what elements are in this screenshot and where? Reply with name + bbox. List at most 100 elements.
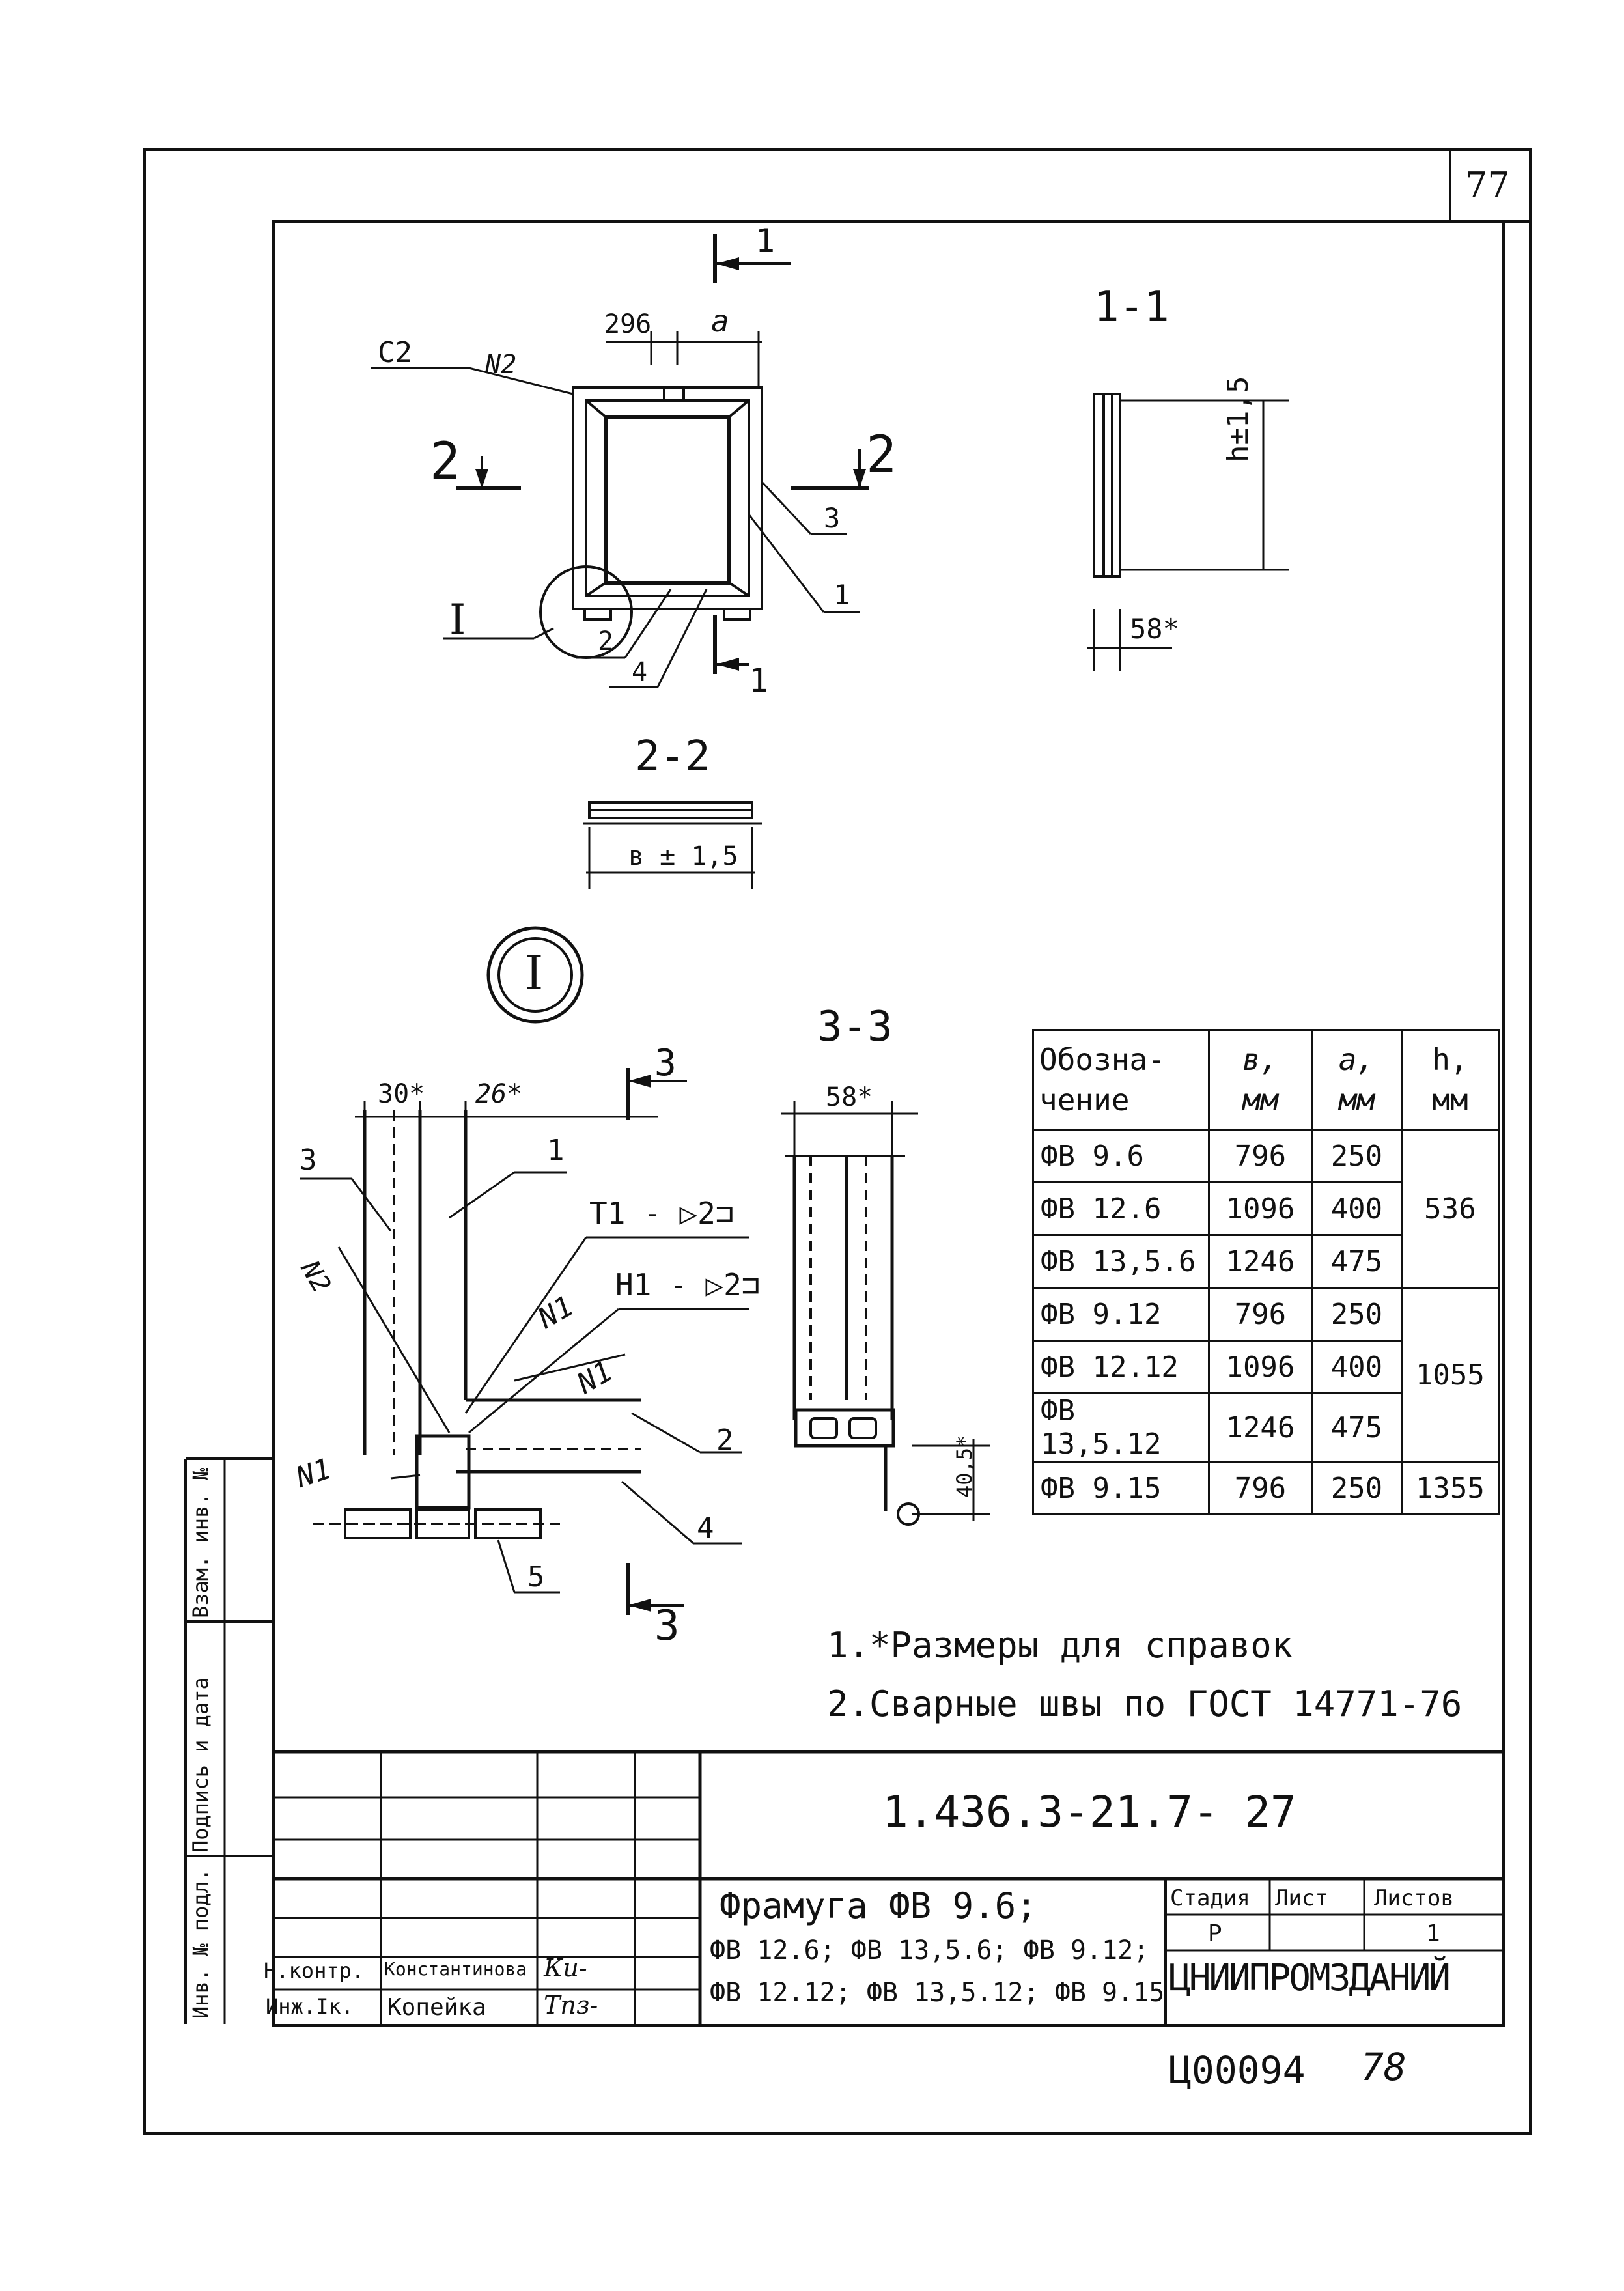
signature-1: Кu- [544,1954,587,1982]
note-1: 1.*Размеры для справок [827,1625,1293,1666]
sheets-value: 1 [1426,1920,1440,1947]
side-stamp-vzam-inv: Взам. инв. № [188,1467,213,1618]
cell-a: 250 [1311,1461,1403,1515]
page-number: 77 [1465,165,1510,206]
bottom-number: 78 [1361,2045,1407,2089]
cell-designation: ФВ 12.12 [1032,1340,1210,1394]
table-row: ФВ 9.15 796 250 1355 [1032,1461,1500,1515]
detail-I-marker: I [525,946,544,1000]
dim-b-label: в ± 1,5 [628,841,738,871]
side-stamp-inv-podl: Инв. № подл. [188,1868,213,2019]
stage-label: Стадия [1170,1885,1250,1911]
cell-a: 475 [1311,1234,1403,1289]
col-header-h: h, мм [1400,1029,1500,1131]
cell-designation: ФВ 9.6 [1032,1129,1210,1183]
detail-pos-4: 4 [697,1511,714,1545]
weld-t1-label: T1 - ▷2⊐ [589,1196,734,1231]
detail-pos-5: 5 [527,1560,545,1594]
cell-a: 250 [1311,1287,1403,1342]
dim-a-label: a [711,303,729,339]
stage-value: Р [1208,1920,1222,1947]
dim-296-label: 296 [604,309,652,339]
plan-pos-2: 2 [598,626,614,656]
cell-a: 400 [1311,1181,1403,1236]
outer-frame-bottom [143,2132,1532,2135]
outer-frame-left [143,148,146,2135]
col-header-a: a, мм [1311,1029,1403,1131]
spec-table: Обозна- чение в, мм a, мм h, мм ФВ 9.6 7… [1032,1029,1500,1515]
note-2: 2.Сварные швы по ГОСТ 14771-76 [827,1683,1463,1724]
cell-designation: ФВ 13,5.12 [1032,1392,1210,1463]
label-n2: N2 [485,350,517,380]
signature-2: Тпз- [544,1991,598,2019]
outer-frame-top [143,148,1530,151]
dim-26-label: 26* [475,1079,523,1109]
page-number-box-left [1449,148,1451,221]
table-row: ФВ 12.6 1096 400 [1032,1181,1499,1236]
table-row: ФВ 13,5.12 1246 475 [1032,1392,1499,1463]
cell-b: 796 [1207,1461,1313,1515]
cell-b: 1246 [1207,1234,1313,1289]
col-header-designation: Обозна- чение [1032,1029,1210,1131]
cell-b: 796 [1207,1287,1313,1342]
dim-30-label: 30* [378,1079,425,1109]
section-mark-1-top: 1 [755,222,776,260]
section-1-1-title: 1-1 [1094,283,1169,331]
cell-a: 400 [1311,1340,1403,1394]
detail-pos-3: 3 [300,1144,317,1177]
col-header-b: в, мм [1207,1029,1313,1131]
inner-frame-left [272,220,275,2027]
bottom-code: Ц00094 [1169,2048,1306,2092]
cell-b: 796 [1207,1129,1313,1183]
section-2-left: 2 [430,432,460,491]
table-row: ФВ 9.6 796 250 536 [1032,1129,1500,1289]
outer-frame-right [1529,148,1532,2135]
cell-designation: ФВ 9.12 [1032,1287,1210,1342]
detail-pos-1: 1 [547,1134,565,1167]
table-row: ФВ 13,5.6 1246 475 [1032,1234,1499,1289]
title-line-2: ФВ 12.6; ФВ 13,5.6; ФВ 9.12; [710,1935,1149,1965]
table-header-row: Обозна- чение в, мм a, мм h, мм [1032,1029,1500,1131]
organization-name: ЦНИИПРОМЗДАНИЙ [1169,1957,1451,1999]
document-code: 1.436.3-21.7- 27 [882,1787,1296,1837]
section-2-right: 2 [866,426,897,485]
cell-designation: ФВ 13,5.6 [1032,1234,1210,1289]
cell-b: 1246 [1207,1392,1313,1463]
dim-58-label-1: 58* [1130,613,1179,645]
cell-h-group-2: 1055 [1400,1287,1500,1463]
name-konstantinova: Константинова [384,1958,527,1980]
detail-pos-2: 2 [716,1424,734,1457]
sheets-label: Листов [1374,1885,1454,1911]
cell-h-group-3: 1355 [1400,1461,1500,1515]
table-row: ФВ 9.12 796 250 1055 [1032,1287,1500,1463]
section-mark-1-bottom: 1 [749,662,769,699]
section-2-2-title: 2-2 [635,733,710,781]
dim-h-label: h±1,5 [1222,376,1255,462]
label-c2: C2 [378,336,412,369]
name-kopeika: Копейка [387,1994,486,2021]
dim-58-label-3: 58* [826,1082,873,1112]
role-inzh: Инж.Iк. [266,1994,354,2019]
role-n-kontr: Н.контр. [264,1958,365,1983]
plan-pos-4: 4 [632,657,648,687]
sheet-label: Лист [1275,1885,1328,1911]
cell-h-group-1: 536 [1400,1129,1500,1289]
cell-designation: ФВ 12.6 [1032,1181,1210,1236]
plan-pos-3: 3 [824,502,841,534]
cell-a: 250 [1311,1129,1403,1183]
table-row: ФВ 12.12 1096 400 [1032,1340,1499,1394]
inner-frame-bottom [272,2024,1505,2027]
inner-frame-top [272,220,1529,223]
cell-a: 475 [1311,1392,1403,1463]
plan-pos-1: 1 [833,579,850,611]
section-3-top: 3 [654,1042,677,1084]
weld-h1-label: H1 - ▷2⊐ [615,1267,760,1302]
detail-callout-I: I [449,596,466,644]
inner-frame-right [1502,220,1505,2027]
cell-designation: ФВ 9.15 [1032,1461,1210,1515]
title-line-1: Фрамуга ФВ 9.6; [720,1885,1037,1926]
section-3-bottom: 3 [654,1602,680,1650]
cell-b: 1096 [1207,1181,1313,1236]
cell-b: 1096 [1207,1340,1313,1394]
